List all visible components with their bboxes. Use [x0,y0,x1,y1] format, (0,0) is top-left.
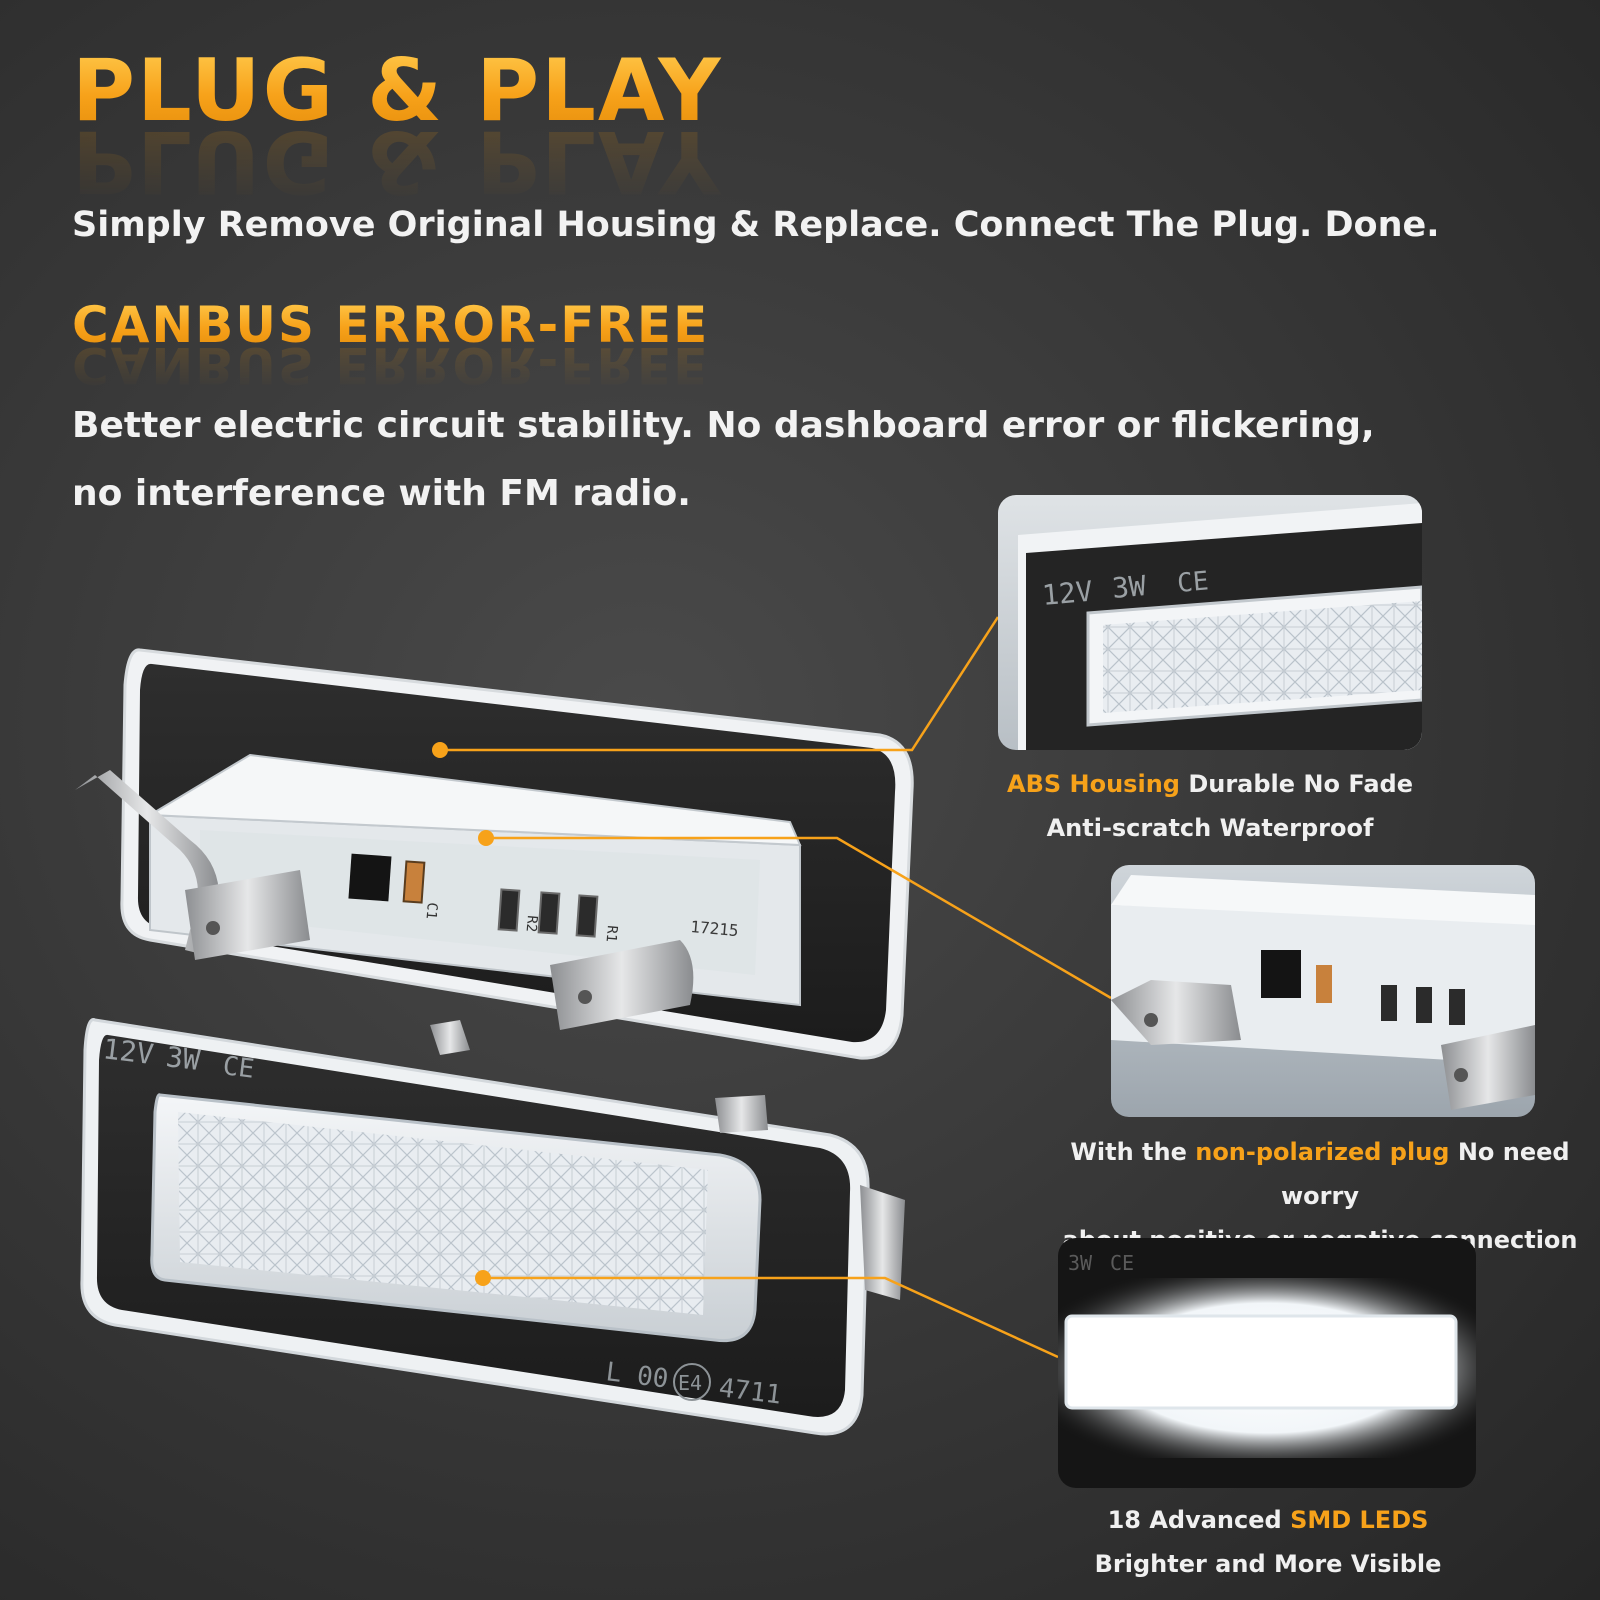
wattage-marking: 3W [164,1040,202,1077]
caption-housing-line2: Anti-scratch Waterproof [1046,814,1374,842]
callout-line-housing [440,616,1000,752]
plug-and-play-title: PLUG & PLAY [72,41,723,141]
callout-dot-leds [475,1270,491,1286]
caption-leds: 18 Advanced SMD LEDS Brighter and More V… [1058,1498,1478,1586]
component-c1: C1 [423,902,440,920]
callout-line-plug [486,836,1112,1000]
detail-photo-housing: 12V 3W CE [998,495,1422,750]
canbus-description: Better electric circuit stability. No da… [72,405,1375,514]
canbus-title: CANBUS ERROR-FREE [72,296,710,354]
plug-and-play-subtitle: Simply Remove Original Housing & Replace… [72,205,1440,245]
caption-leds-line2: Brighter and More Visible [1094,1550,1442,1578]
upper-light-unit: 17215 C1 R2 R1 [75,648,914,1060]
detail-photo-leds: 3W CE [1058,1238,1476,1488]
callout-line-leds [483,1276,1059,1359]
caption-housing: ABS Housing Durable No Fade Anti-scratch… [980,762,1440,850]
callout-dot-housing [432,742,448,758]
approval-marking: E4 [678,1371,702,1395]
callout-dot-plug [478,830,494,846]
right-metal-clip [550,940,694,1030]
caption-plug-highlight: non-polarized plug [1195,1138,1450,1166]
lower-light-unit: 12V 3W CE L 00 E4 4711 [80,1018,905,1436]
callout-lines [440,616,1112,1359]
detail-ce-marking: CE [1176,566,1210,599]
lit-ce-marking: CE [1110,1251,1134,1275]
caption-leds-highlight: SMD LEDS [1290,1506,1429,1534]
detail-wattage-marking: 3W [1111,569,1148,605]
lit-wattage-marking: 3W [1068,1251,1093,1275]
ce-marking: CE [221,1051,256,1085]
detail-voltage-marking: 12V [1041,575,1094,612]
component-r2: R2 [523,915,540,933]
board-code: 17215 [690,917,740,940]
caption-housing-highlight: ABS Housing [1007,770,1180,798]
component-r1: R1 [603,925,620,943]
voltage-marking: 12V [101,1032,155,1071]
detail-photo-plug [1111,865,1535,1117]
